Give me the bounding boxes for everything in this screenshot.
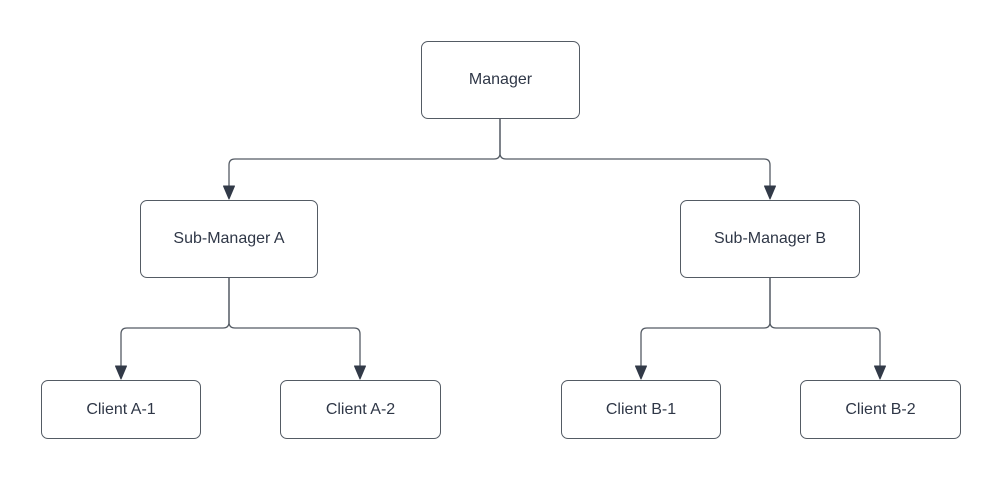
edge-manager-sub-manager-a (228, 119, 501, 187)
node-sub-manager-a-label: Sub-Manager A (173, 230, 285, 247)
node-manager-label: Manager (468, 71, 533, 88)
edge-sub-manager-b-client-b1 (640, 278, 771, 367)
node-sub-manager-a: Sub-Manager A (140, 200, 318, 278)
node-sub-manager-b-label: Sub-Manager B (713, 230, 827, 247)
edge-manager-sub-manager-b (499, 119, 771, 187)
edge-sub-manager-a-client-a2 (228, 278, 361, 367)
node-client-b2: Client B-2 (800, 380, 961, 439)
arrowhead-sub-manager-b (764, 185, 776, 200)
node-client-a2-label: Client A-2 (325, 400, 396, 418)
node-manager: Manager (421, 41, 580, 119)
edge-sub-manager-a-client-a1 (120, 278, 230, 367)
arrowhead-client-a1 (115, 365, 127, 380)
arrowhead-client-b1 (635, 365, 647, 380)
node-client-b2-label: Client B-2 (845, 400, 916, 418)
node-client-a1-label: Client A-1 (86, 400, 156, 418)
edge-sub-manager-b-client-b2 (769, 278, 881, 367)
node-sub-manager-b: Sub-Manager B (680, 200, 860, 278)
node-client-b1: Client B-1 (561, 380, 721, 439)
arrowhead-client-b2 (874, 365, 886, 380)
arrowhead-client-a2 (354, 365, 366, 380)
node-client-a2: Client A-2 (280, 380, 441, 439)
node-client-b1-label: Client B-1 (605, 400, 677, 418)
node-client-a1: Client A-1 (41, 380, 201, 439)
arrowhead-sub-manager-a (223, 185, 235, 200)
